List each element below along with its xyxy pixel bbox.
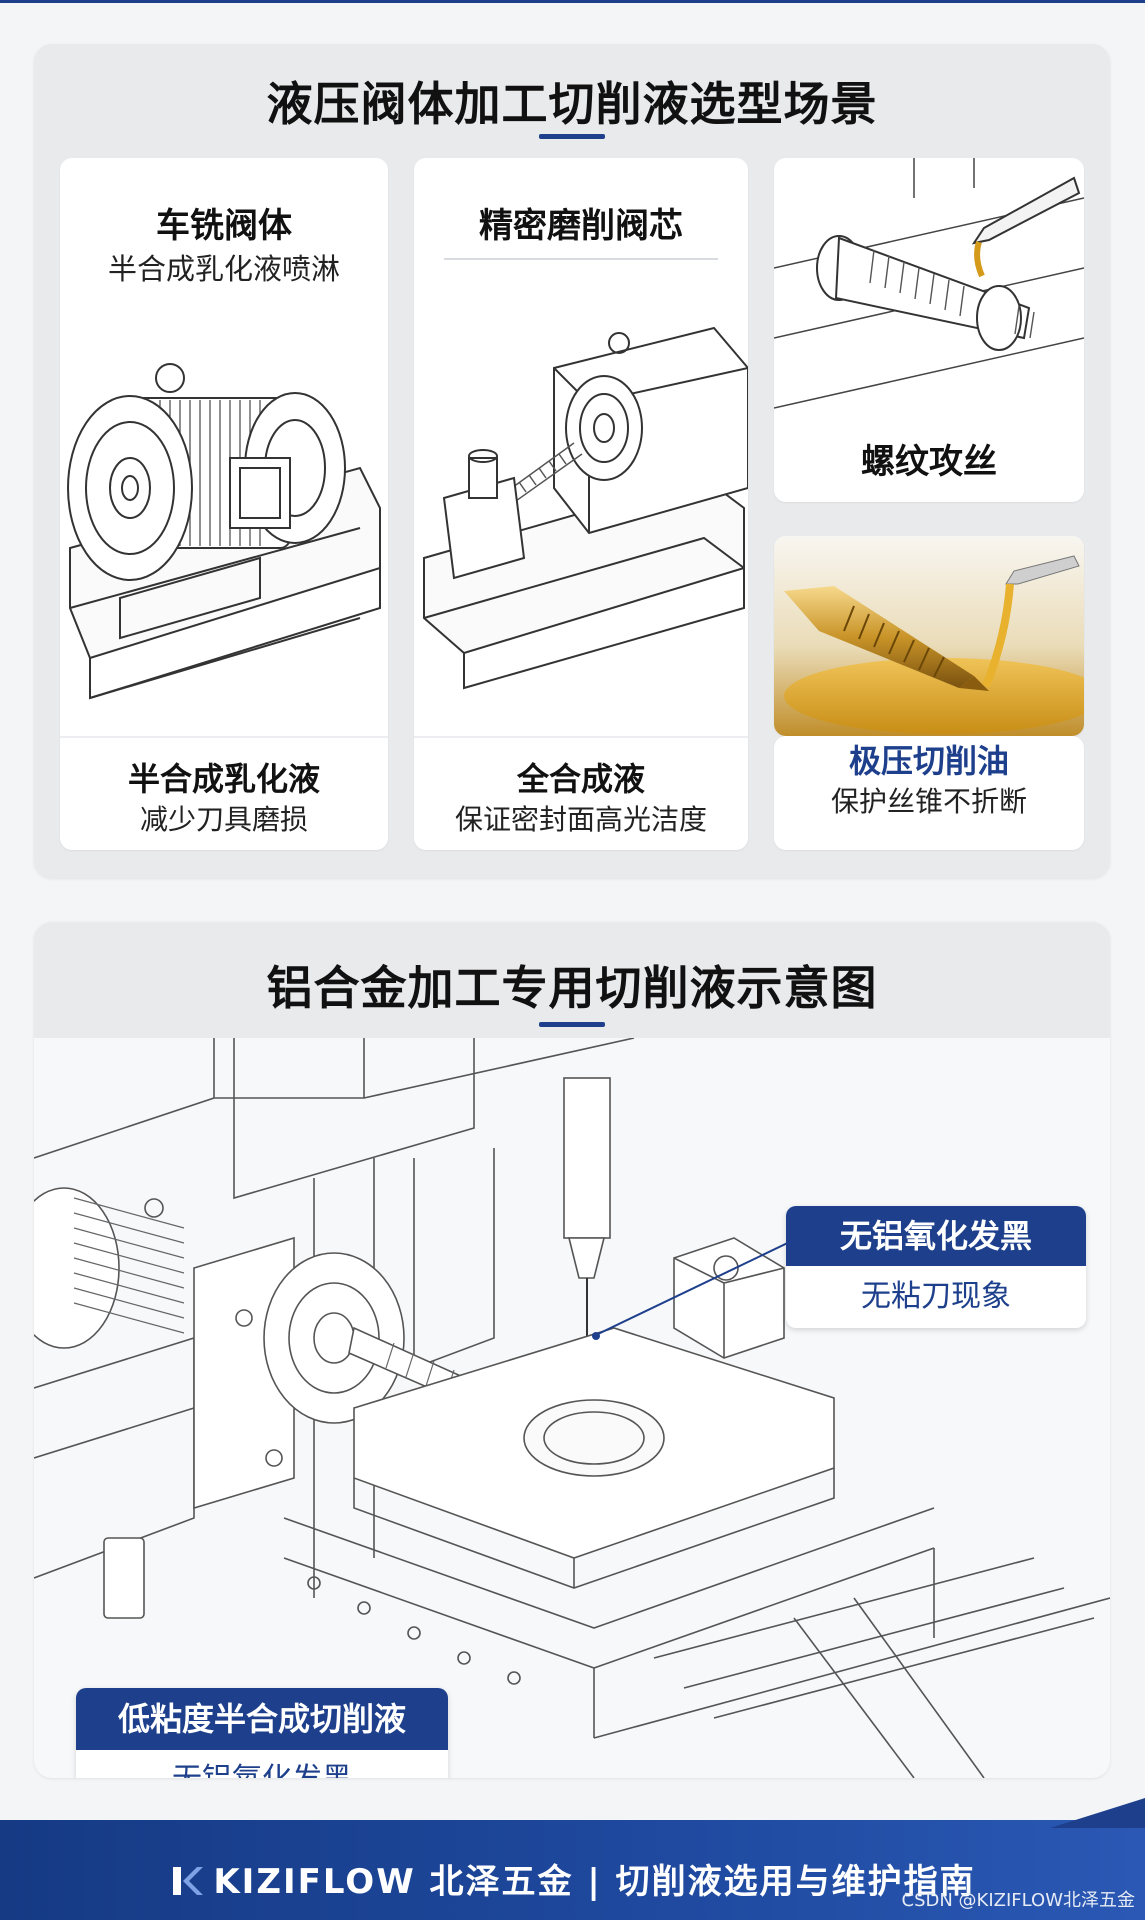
card-thread-tapping: 螺纹攻丝: [774, 158, 1084, 502]
footer-brand-text: KIZIFLOW 北泽五金 | 切削液选用与维护指南: [0, 1854, 1145, 1903]
card3-foot-sub: 保护丝锥不折断: [830, 785, 1027, 818]
card1-subtitle: 半合成乳化液喷淋: [107, 252, 340, 286]
callout-right-sub: 无粘刀现象: [861, 1279, 1011, 1314]
section2-title-underline: [539, 1022, 605, 1027]
card3-title: 螺纹攻丝: [861, 442, 997, 482]
footer-banner: KIZIFLOW 北泽五金 | 切削液选用与维护指南 CSDN @KIZIFLO…: [0, 1798, 1145, 1920]
callout-right: 无铝氧化发黑 无粘刀现象: [786, 1206, 1086, 1328]
section1-title: 液压阀体加工切削液选型场景: [266, 77, 878, 131]
card3-foot-title: 极压切削油: [848, 742, 1009, 780]
footer-text: KIZIFLOW 北泽五金 | 切削液选用与维护指南: [213, 1862, 976, 1902]
card1-foot-sub: 减少刀具磨损: [139, 803, 308, 836]
card-turn-mill: 车铣阀体 半合成乳化液喷淋: [60, 158, 388, 850]
top-accent-line: [0, 0, 1145, 3]
section1-title-underline: [539, 134, 605, 139]
cnc-machine-illustration: [34, 1038, 1110, 1778]
card1-footer: 半合成乳化液 减少刀具磨损: [60, 736, 388, 836]
card2-foot-sub: 保证密封面高光洁度: [454, 803, 707, 836]
callout-left: 低粘度半合成切削液 无铝氧化发黑: [76, 1688, 448, 1778]
card1-title: 车铣阀体: [156, 206, 292, 246]
tap-illustration: [774, 158, 1084, 409]
csdn-watermark: CSDN @KIZIFLOW北泽五金: [901, 1890, 1136, 1911]
aluminum-diagram-panel: 铝合金加工专用切削液示意图: [34, 922, 1110, 1778]
card2-title-divider: [444, 258, 718, 260]
card2-footer: 全合成液 保证密封面高光洁度: [414, 736, 748, 836]
hydraulic-scenarios-panel: 液压阀体加工切削液选型场景 车铣阀体 半合成乳化液喷淋: [34, 44, 1110, 878]
card-precision-grinding: 精密磨削阀芯: [414, 158, 748, 850]
machining-scene: 无铝氧化发黑 无粘刀现象 低粘度半合成切削液 无铝氧化发黑: [34, 1038, 1110, 1778]
card-tap-photo: [774, 536, 1084, 736]
kiziflow-logo-icon: [169, 1863, 205, 1899]
callout-left-sub: 无铝氧化发黑: [76, 1750, 448, 1778]
section2-title: 铝合金加工专用切削液示意图: [266, 961, 878, 1015]
grinder-illustration: [423, 326, 748, 690]
footer-corner-accent: [1050, 1798, 1145, 1828]
callout-left-head: 低粘度半合成切削液: [76, 1688, 448, 1750]
golden-tap-photo: [774, 536, 1084, 736]
card2-title: 精密磨削阀芯: [479, 206, 683, 246]
callout-right-head: 无铝氧化发黑: [786, 1206, 1086, 1266]
card1-foot-title: 半合成乳化液: [127, 760, 320, 798]
card3-footer-card: 极压切削油 保护丝锥不折断: [774, 736, 1084, 850]
motor-illustration: [67, 363, 381, 700]
card2-foot-title: 全合成液: [516, 760, 645, 798]
